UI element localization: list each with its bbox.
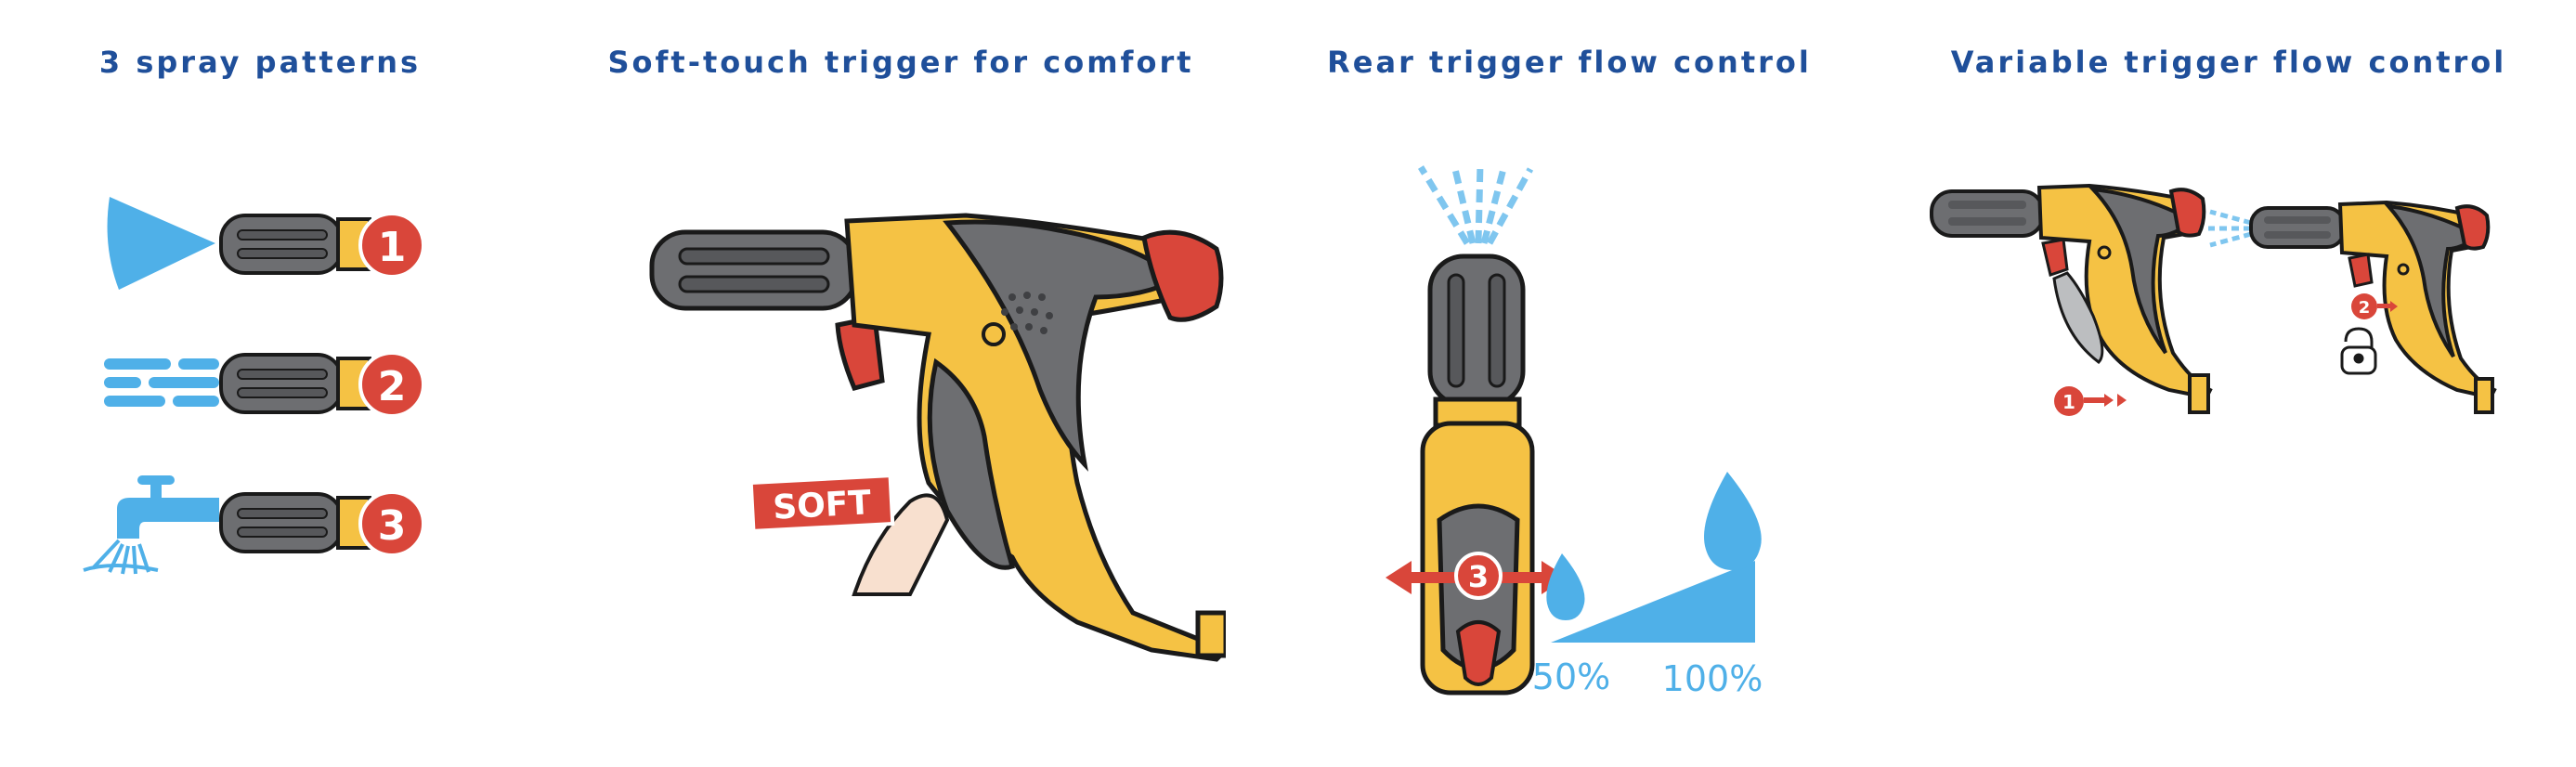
nozzle-icon xyxy=(219,214,371,275)
spray-patterns-illustration: 1 2 xyxy=(83,197,425,575)
spray-gun-icon xyxy=(2249,200,2497,414)
soft-tag-label: SOFT xyxy=(772,484,872,526)
badge-label: 1 xyxy=(378,224,407,271)
flow-low-label: 50% xyxy=(1532,656,1610,697)
number-badge xyxy=(358,212,425,279)
spray-gun-icon xyxy=(1930,183,2213,414)
water-drop-large-icon xyxy=(1704,472,1762,570)
badge-label: 3 xyxy=(1468,559,1489,594)
rear-trigger-illustration: 3 50% 100% xyxy=(1386,162,1763,699)
number-badge xyxy=(358,490,425,557)
soft-trigger-illustration: SOFT xyxy=(649,213,1226,662)
pull-arrows-icon xyxy=(2377,301,2398,312)
pull-arrows-icon xyxy=(2084,394,2127,407)
spray-gun-icon xyxy=(1420,254,1535,696)
flow-high-label: 100% xyxy=(1662,658,1763,699)
lock-icon xyxy=(2340,327,2377,375)
panel-title: 3 spray patterns xyxy=(98,45,422,80)
variable-trigger-illustration: 1 2 xyxy=(1930,183,2497,416)
mist-spray-icon xyxy=(104,358,219,407)
spray-gun-icon xyxy=(649,213,1226,662)
panel-title: Variable trigger flow control xyxy=(1950,45,2507,80)
flow-wedge xyxy=(1551,561,1755,643)
panel-spray-patterns: 3 spray patterns 1 xyxy=(0,0,520,767)
thumb-icon xyxy=(852,493,950,596)
spray-lines-icon xyxy=(1418,162,1534,245)
badge-label: 3 xyxy=(378,502,407,550)
spray-pattern-3: 3 xyxy=(83,475,425,575)
number-badge xyxy=(358,351,425,418)
jet-spray-icon xyxy=(107,197,215,290)
spray-pattern-1: 1 xyxy=(107,197,425,290)
water-drop-small-icon xyxy=(1546,553,1585,620)
panel-soft-touch-trigger: Soft-touch trigger for comfort xyxy=(576,0,1226,767)
nozzle-icon xyxy=(219,492,371,553)
number-badge xyxy=(1454,552,1503,600)
badge-label: 2 xyxy=(378,363,407,410)
number-badge xyxy=(2351,293,2377,319)
panel-title: Rear trigger flow control xyxy=(1327,45,1812,80)
panel-title: Soft-touch trigger for comfort xyxy=(607,45,1194,80)
soft-tag: SOFT xyxy=(748,474,895,533)
panel-rear-trigger: Rear trigger flow control 3 xyxy=(1281,0,1857,767)
number-badge xyxy=(2054,386,2084,416)
badge-label: 1 xyxy=(2062,391,2075,413)
badge-label: 2 xyxy=(2359,298,2371,318)
tap-icon xyxy=(83,475,219,575)
spray-pattern-2: 2 xyxy=(104,351,425,418)
panel-variable-trigger: Variable trigger flow control 1 xyxy=(1894,0,2563,767)
spray-lines-icon xyxy=(2208,209,2252,248)
nozzle-icon xyxy=(219,353,371,414)
